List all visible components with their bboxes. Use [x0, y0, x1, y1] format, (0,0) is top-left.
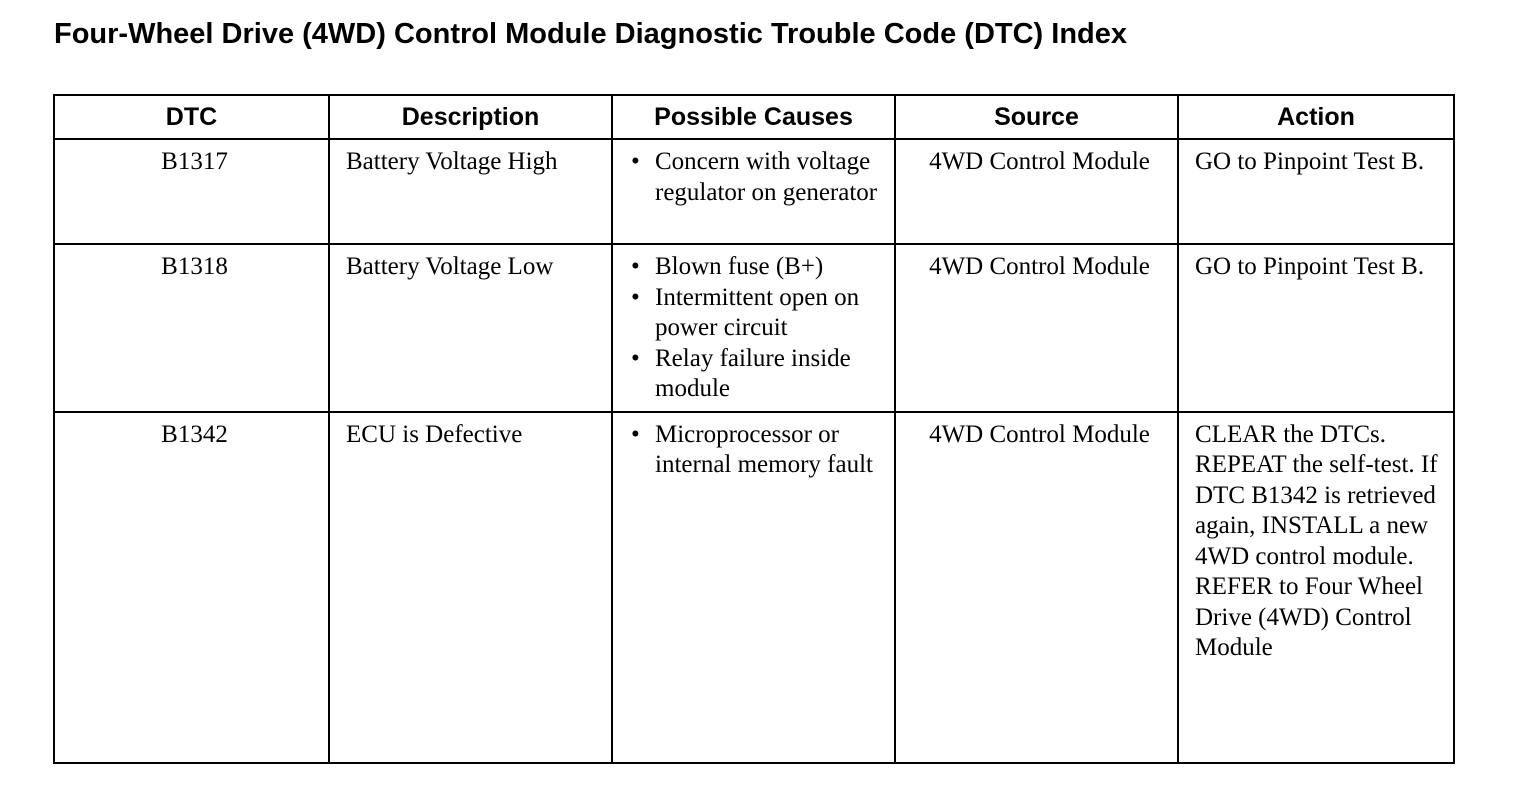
dtc-index-table: DTC Description Possible Causes Source A…	[53, 94, 1455, 764]
table-row: B1342 ECU is Defective • Microprocessor o…	[53, 410, 1455, 764]
bullet-icon: •	[631, 253, 640, 280]
cause-text: Microprocessor or internal memory fault	[655, 420, 873, 479]
cause-item: • Intermittent open on power circuit	[629, 283, 884, 344]
table-header-row: DTC Description Possible Causes Source A…	[53, 94, 1455, 140]
cause-item: • Relay failure inside module	[629, 344, 884, 405]
cause-text: Blown fuse (B+)	[655, 253, 824, 280]
source-cell: 4WD Control Module	[894, 410, 1179, 764]
cause-list: • Concern with voltage regulator on gener…	[629, 147, 884, 208]
cause-text: Intermittent open on power circuit	[655, 283, 860, 342]
column-header-action: Action	[1177, 94, 1455, 140]
column-header-dtc: DTC	[53, 94, 330, 140]
cause-item: • Microprocessor or internal memory fault	[629, 420, 884, 481]
cause-list: • Microprocessor or internal memory fault	[629, 420, 884, 481]
table-row: B1317 Battery Voltage High • Concern with…	[53, 138, 1455, 245]
action-cell: GO to Pinpoint Test B.	[1177, 243, 1455, 413]
action-cell: GO to Pinpoint Test B.	[1177, 138, 1455, 245]
cause-text: Concern with voltage regulator on genera…	[655, 148, 878, 206]
bullet-icon: •	[631, 148, 640, 175]
possible-causes-cell: • Microprocessor or internal memory fault	[611, 410, 896, 764]
dtc-code-cell: B1317	[53, 138, 330, 245]
possible-causes-cell: • Blown fuse (B+) • Intermittent open on p…	[611, 243, 896, 413]
column-header-description: Description	[328, 94, 613, 140]
description-cell: Battery Voltage High	[328, 138, 613, 245]
dtc-code-cell: B1318	[53, 243, 330, 413]
possible-causes-cell: • Concern with voltage regulator on gener…	[611, 138, 896, 245]
action-cell: CLEAR the DTCs. REPEAT the self-test. If…	[1177, 410, 1455, 764]
cause-list: • Blown fuse (B+) • Intermittent open on p…	[629, 252, 884, 405]
cause-item: • Concern with voltage regulator on gener…	[629, 147, 884, 208]
bullet-icon: •	[631, 344, 640, 372]
source-cell: 4WD Control Module	[894, 243, 1179, 413]
table-row: B1318 Battery Voltage Low • Blown fuse (B…	[53, 243, 1455, 413]
description-cell: Battery Voltage Low	[328, 243, 613, 413]
column-header-possible-causes: Possible Causes	[611, 94, 896, 140]
dtc-code-cell: B1342	[53, 410, 330, 764]
bullet-icon: •	[631, 283, 640, 311]
bullet-icon: •	[631, 420, 640, 448]
cause-text: Relay failure inside module	[655, 344, 851, 403]
column-header-source: Source	[894, 94, 1179, 140]
page-title: Four-Wheel Drive (4WD) Control Module Di…	[54, 18, 1127, 50]
description-cell: ECU is Defective	[328, 410, 613, 764]
source-cell: 4WD Control Module	[894, 138, 1179, 245]
cause-item: • Blown fuse (B+)	[629, 252, 884, 283]
